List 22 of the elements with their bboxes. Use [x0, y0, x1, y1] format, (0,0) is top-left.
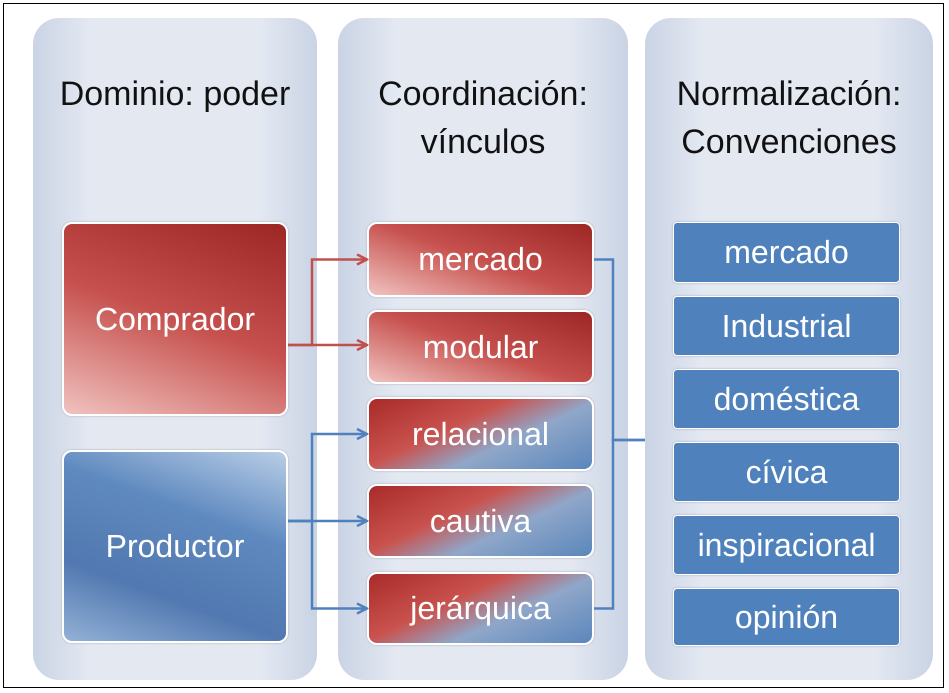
category-box: cautiva	[367, 484, 594, 558]
category-box: jerárquica	[367, 572, 594, 645]
category-box: relacional	[367, 397, 594, 471]
arrow	[288, 338, 368, 352]
category-box: modular	[367, 310, 594, 384]
category-box: Comprador	[62, 222, 288, 416]
category-box: doméstica	[673, 369, 900, 429]
category-box: Industrial	[673, 296, 900, 356]
column-heading: Coordinación: vínculos	[377, 74, 589, 163]
arrow	[288, 520, 368, 615]
column-heading: Dominio: poder	[58, 74, 292, 115]
column-panel	[33, 18, 317, 680]
column-panel	[645, 18, 933, 680]
category-box: opinión	[673, 588, 900, 646]
column-heading: Normalización: Convenciones	[676, 74, 902, 163]
category-box: mercado	[367, 222, 594, 297]
category-box: cívica	[673, 442, 900, 502]
category-box: Productor	[62, 450, 288, 643]
category-box: mercado	[673, 222, 900, 283]
bracket-connector	[594, 438, 645, 610]
category-box: inspiracional	[673, 515, 900, 575]
column-panel	[338, 18, 628, 680]
